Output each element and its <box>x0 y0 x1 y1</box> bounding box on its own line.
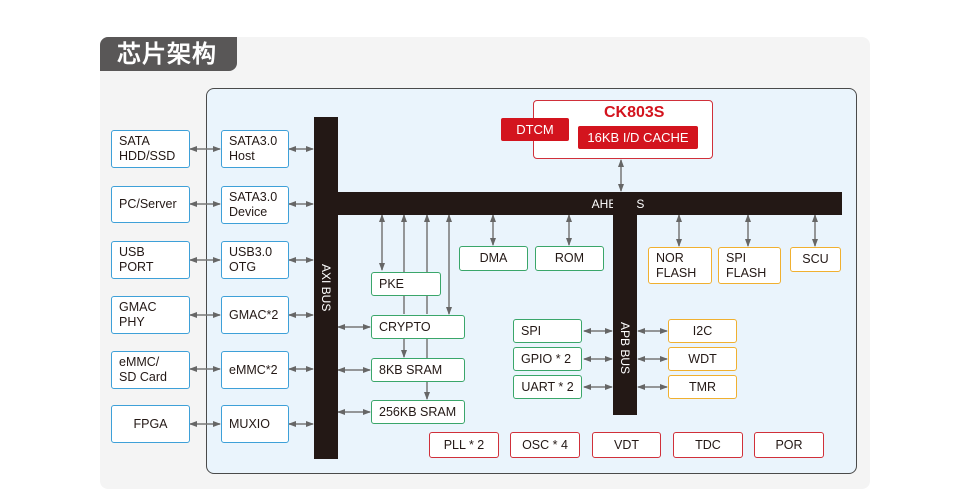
analog-pll: PLL * 2 <box>429 432 499 458</box>
section-title: 芯片架构 <box>100 37 237 71</box>
rom-block: ROM <box>535 246 604 271</box>
pke-block: PKE <box>371 272 441 296</box>
analog-osc: OSC * 4 <box>510 432 580 458</box>
external-device-pc: PC/Server <box>111 186 190 223</box>
cache-block: 16KB I/D CACHE <box>578 126 698 149</box>
apb-spi-block: SPI <box>513 319 582 343</box>
apb-i2c-block: I2C <box>668 319 737 343</box>
apb-bus-label: APB BUS <box>618 322 632 375</box>
ahb-bus: AHB BUS <box>314 192 842 215</box>
apb-bus: APB BUS <box>613 192 637 415</box>
apb-uart-block: UART * 2 <box>513 375 582 399</box>
dtcm-label: DTCM <box>516 122 554 137</box>
controller-emmc: eMMC*2 <box>221 351 289 389</box>
scu-block: SCU <box>790 247 841 272</box>
sram-256kb-block: 256KB SRAM <box>371 400 465 424</box>
apb-wdt-block: WDT <box>668 347 737 371</box>
dma-block: DMA <box>459 246 528 271</box>
controller-sata-device: SATA3.0 Device <box>221 186 289 224</box>
axi-bus-label: AXI BUS <box>319 264 333 312</box>
analog-por: POR <box>754 432 824 458</box>
axi-bus: AXI BUS <box>314 117 338 459</box>
apb-tmr-block: TMR <box>668 375 737 399</box>
cache-label: 16KB I/D CACHE <box>587 130 689 145</box>
controller-sata-host: SATA3.0 Host <box>221 130 289 168</box>
nor-flash-block: NOR FLASH <box>648 247 712 284</box>
controller-muxio: MUXIO <box>221 405 289 443</box>
external-device-fpga: FPGA <box>111 405 190 443</box>
analog-tdc: TDC <box>673 432 743 458</box>
controller-gmac: GMAC*2 <box>221 296 289 334</box>
crypto-block: CRYPTO <box>371 315 465 339</box>
controller-usb-otg: USB3.0 OTG <box>221 241 289 279</box>
external-device-emmc: eMMC/ SD Card <box>111 351 190 389</box>
sram-8kb-block: 8KB SRAM <box>371 358 465 382</box>
cpu-name: CK803S <box>604 104 665 121</box>
external-device-gmac-phy: GMAC PHY <box>111 296 190 334</box>
dtcm-block: DTCM <box>501 118 569 141</box>
analog-vdt: VDT <box>592 432 661 458</box>
apb-gpio-block: GPIO * 2 <box>513 347 582 371</box>
spi-flash-block: SPI FLASH <box>718 247 781 284</box>
external-device-sata: SATA HDD/SSD <box>111 130 190 168</box>
external-device-usb: USB PORT <box>111 241 190 279</box>
